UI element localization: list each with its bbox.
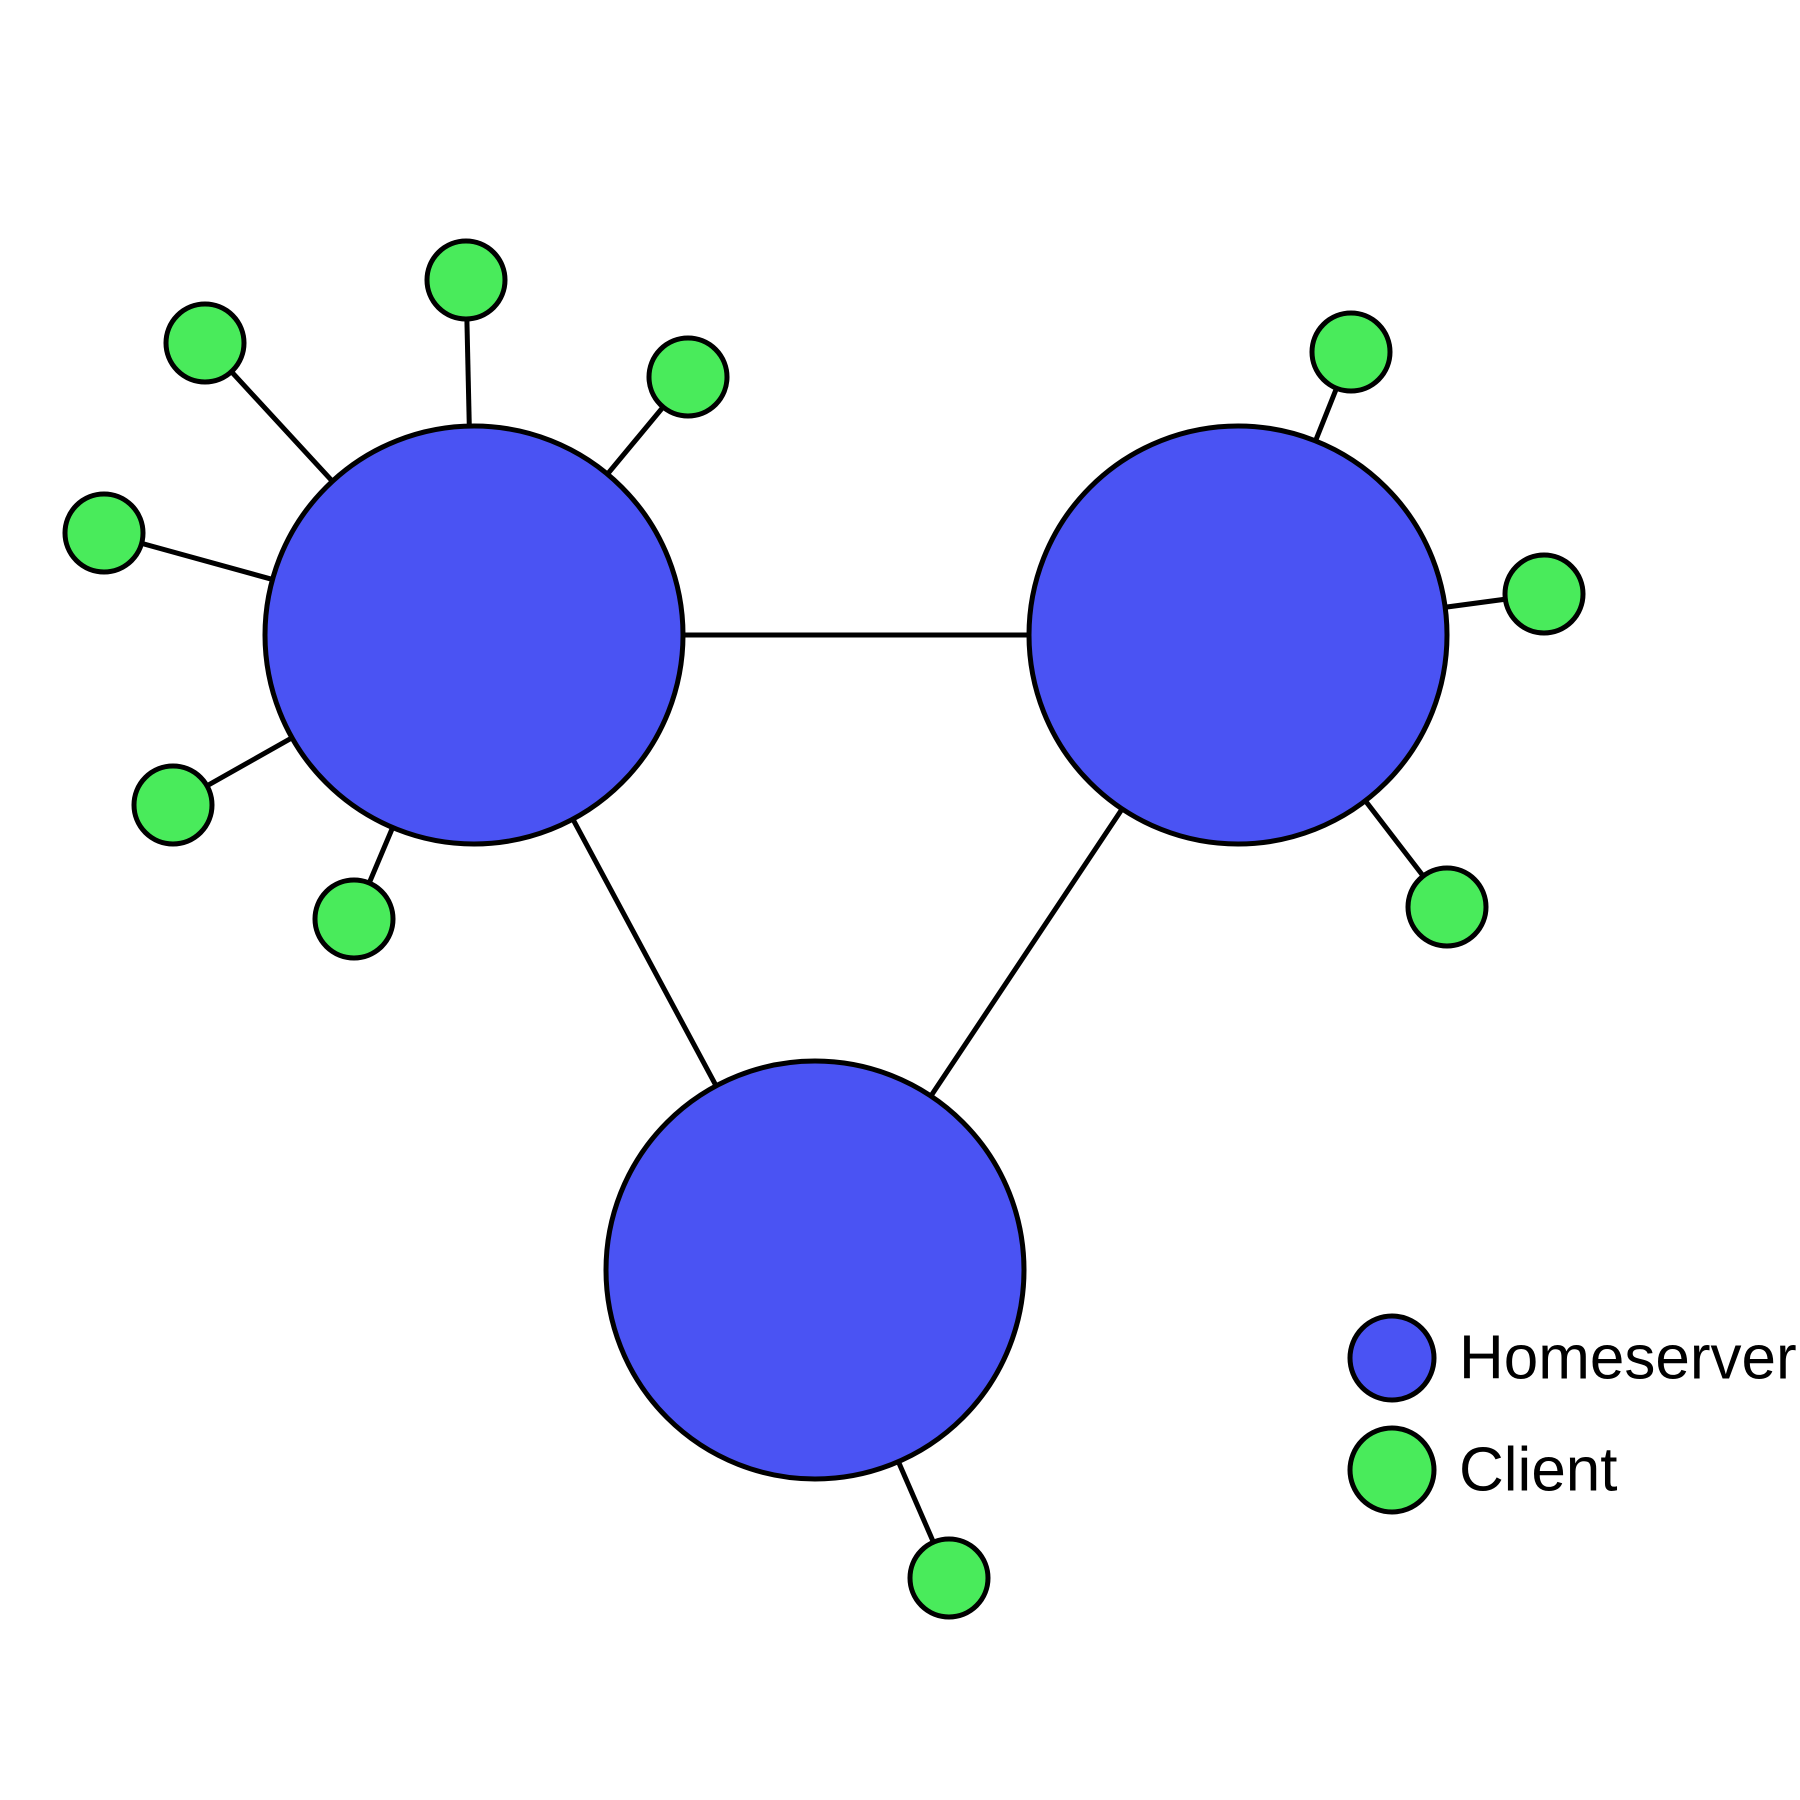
- client-node: [131, 763, 215, 847]
- client-node: [163, 301, 247, 385]
- legend-homeserver-label: Homeserver: [1459, 1324, 1797, 1393]
- legend-homeserver-swatch: [1347, 1313, 1437, 1403]
- client-node: [1405, 865, 1489, 949]
- client-node: [907, 1536, 991, 1620]
- homeserver-node: [603, 1058, 1027, 1482]
- legend-client-label: Client: [1459, 1436, 1618, 1505]
- client-node: [62, 491, 146, 575]
- client-node: [1309, 310, 1393, 394]
- legend-client-swatch: [1347, 1425, 1437, 1515]
- nodes-layer: [62, 238, 1586, 1620]
- homeserver-node: [262, 423, 686, 847]
- client-node: [312, 877, 396, 961]
- homeserver-node: [1026, 423, 1450, 847]
- client-node: [646, 335, 730, 419]
- client-node: [424, 238, 508, 322]
- legend: Homeserver Client: [1347, 1313, 1797, 1515]
- client-node: [1502, 552, 1586, 636]
